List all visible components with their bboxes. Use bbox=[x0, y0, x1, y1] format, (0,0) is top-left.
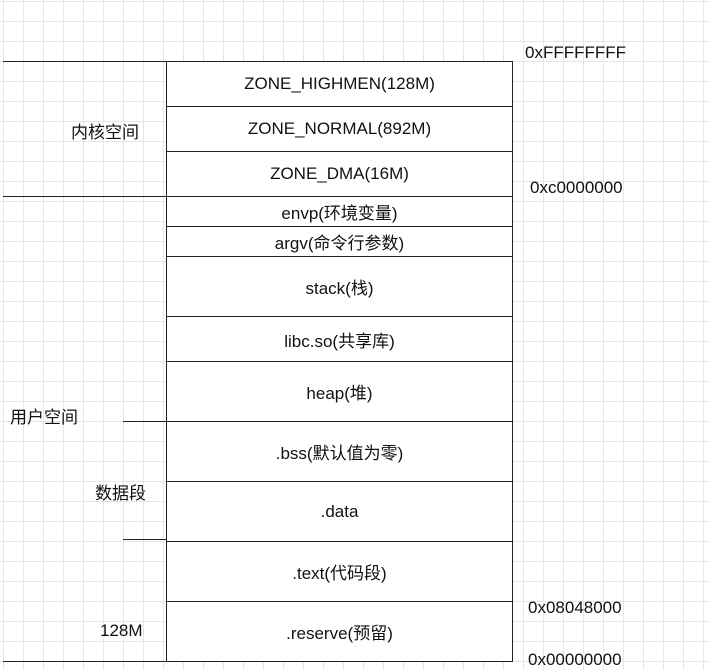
kernel-space-label: 内核空间 bbox=[71, 123, 139, 142]
memory-region: argv(命令行参数) bbox=[167, 227, 512, 257]
bottom-boundary-line bbox=[3, 661, 167, 662]
user-space-label: 用户空间 bbox=[10, 408, 78, 427]
data-segment-bottom-tick bbox=[123, 539, 167, 540]
kernel-user-boundary-line bbox=[3, 196, 167, 197]
memory-region: ZONE_HIGHMEN(128M) bbox=[167, 62, 512, 107]
data-segment-top-tick bbox=[123, 421, 167, 422]
address-kernel-base: 0xc0000000 bbox=[530, 178, 623, 197]
data-segment-label: 数据段 bbox=[95, 484, 146, 503]
memory-region: heap(堆) bbox=[167, 362, 512, 422]
address-zero: 0x00000000 bbox=[528, 650, 622, 669]
memory-region: .text(代码段) bbox=[167, 542, 512, 602]
reserve-size-label: 128M bbox=[100, 621, 143, 640]
memory-region: stack(栈) bbox=[167, 257, 512, 317]
address-user-base: 0x08048000 bbox=[528, 598, 622, 617]
memory-region: libc.so(共享库) bbox=[167, 317, 512, 362]
memory-layout-column: ZONE_HIGHMEN(128M)ZONE_NORMAL(892M)ZONE_… bbox=[166, 61, 513, 662]
address-top: 0xFFFFFFFF bbox=[525, 43, 627, 62]
memory-region: .bss(默认值为零) bbox=[167, 422, 512, 482]
memory-region: ZONE_DMA(16M) bbox=[167, 152, 512, 197]
memory-region: .reserve(预留) bbox=[167, 602, 512, 662]
memory-region: ZONE_NORMAL(892M) bbox=[167, 107, 512, 152]
memory-region: .data bbox=[167, 482, 512, 542]
memory-region: envp(环境变量) bbox=[167, 197, 512, 227]
top-boundary-line bbox=[3, 61, 167, 62]
